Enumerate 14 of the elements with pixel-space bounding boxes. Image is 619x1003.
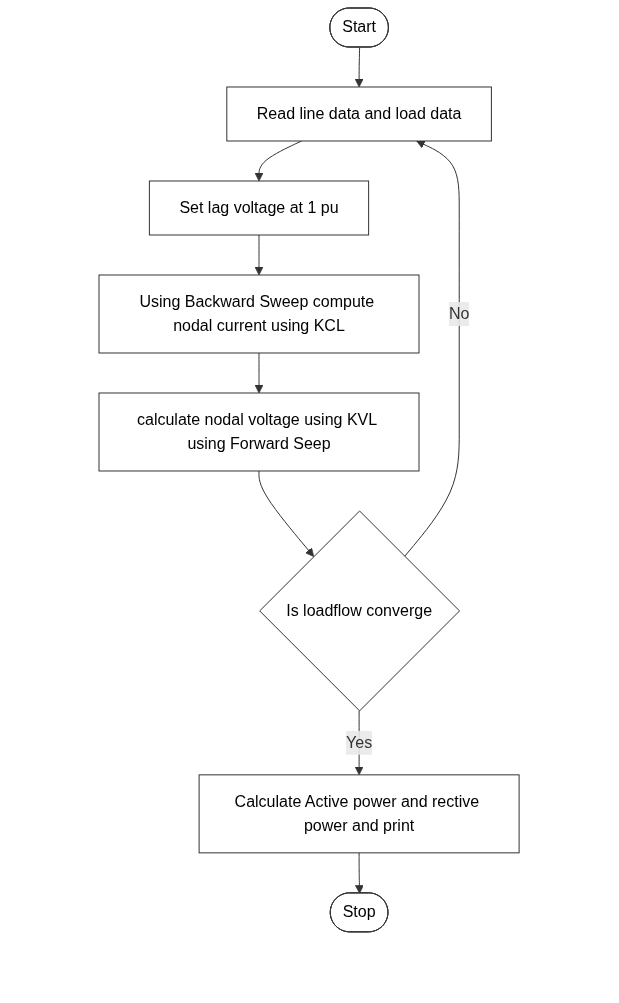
arrow [255, 234, 264, 276]
arrow [404, 140, 461, 557]
edge-label: No [449, 304, 470, 322]
node-diamond: Is loadflow converge [259, 510, 461, 712]
node-box: Read line data and load data [226, 86, 493, 142]
node-box: Calculate Active power and rective power and print [199, 774, 521, 854]
arrow [355, 47, 364, 88]
edge-label: Yes [346, 733, 373, 751]
arrow [258, 470, 315, 557]
node-box: Set lag voltage at 1 pu [149, 180, 370, 236]
node-box: Using Backward Sweep compute nodal current using KCL [98, 274, 420, 354]
arrow [355, 852, 365, 894]
arrow [255, 352, 264, 394]
node-box: calculate nodal voltage using KVL using Forward Seep [98, 392, 420, 472]
